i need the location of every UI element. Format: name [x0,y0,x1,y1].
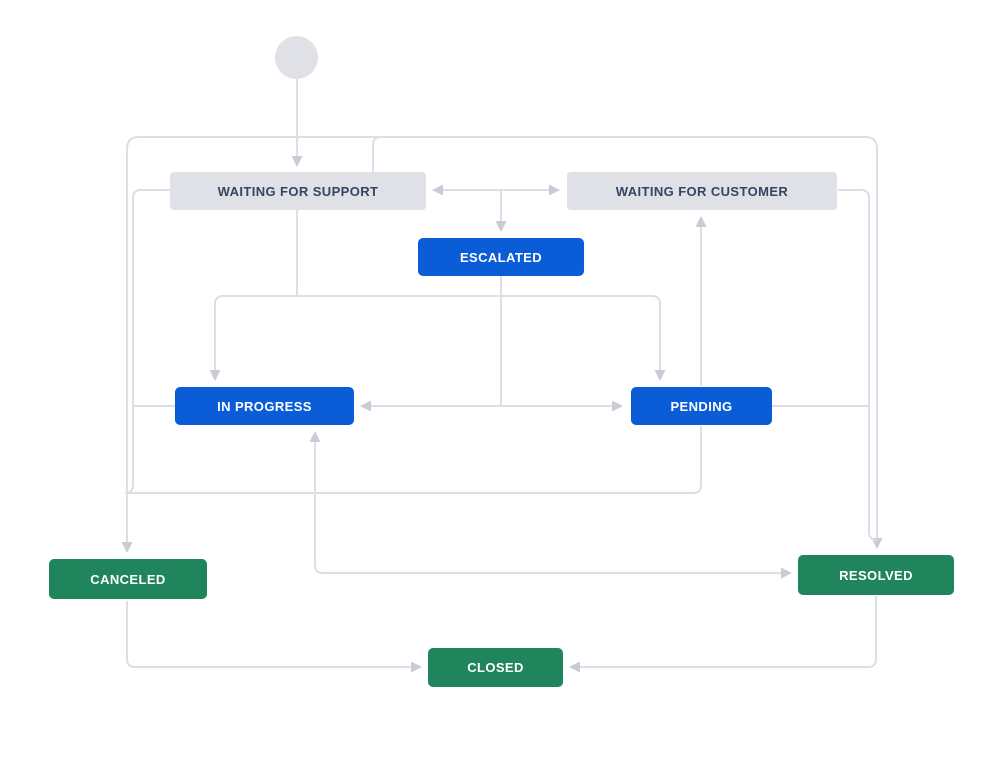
status-label: IN PROGRESS [217,398,312,414]
start-node[interactable] [275,36,318,79]
edge-inprogress-resolved [309,431,792,579]
edge-support-to-inprogress-pending [209,209,666,381]
status-pending[interactable]: PENDING [631,387,772,425]
edge-start-to-waiting-for-support [291,79,303,167]
status-closed[interactable]: CLOSED [428,648,563,687]
status-in-progress[interactable]: IN PROGRESS [175,387,354,425]
status-escalated[interactable]: ESCALATED [418,238,584,276]
status-resolved[interactable]: RESOLVED [798,555,954,595]
status-label: WAITING FOR SUPPORT [217,183,379,199]
edge-pending-to-canceled [127,426,702,494]
edge-escalated-to-inprogress-pending [360,275,623,412]
edge-support-customer-escalated [432,184,560,232]
edge-canceled-to-closed [126,601,422,673]
status-label: PENDING [670,398,733,414]
status-label: CANCELED [90,571,166,587]
status-label: WAITING FOR CUSTOMER [615,183,789,199]
edge-resolved-to-closed [569,596,877,673]
status-waiting-for-customer[interactable]: WAITING FOR CUSTOMER [567,172,837,210]
edge-pending-to-customer [695,216,707,386]
edge-outer-loop [121,136,883,553]
status-label: CLOSED [467,660,524,675]
status-canceled[interactable]: CANCELED [49,559,207,599]
status-label: ESCALATED [459,249,543,265]
status-waiting-for-support[interactable]: WAITING FOR SUPPORT [170,172,426,210]
status-label: RESOLVED [839,567,913,583]
